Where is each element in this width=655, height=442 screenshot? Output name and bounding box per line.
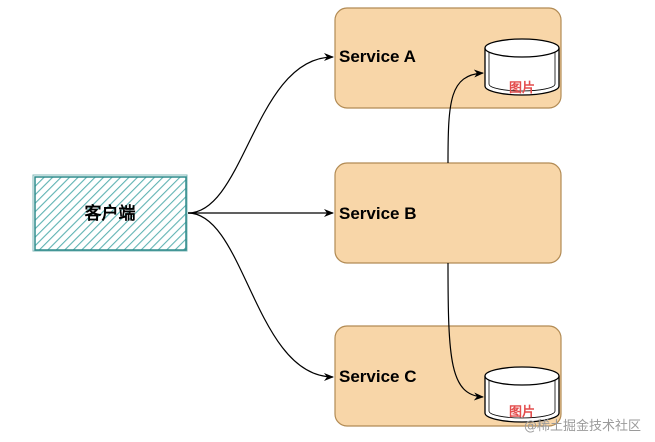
service-b-box: Service B [334, 162, 562, 264]
arrow-client-to-a [187, 53, 334, 214]
database-cylinder-bottom: 图片 [484, 366, 560, 423]
service-b-label: Service B [339, 204, 417, 223]
service-c-label: Service C [339, 367, 417, 386]
database-top-label: 图片 [509, 80, 535, 96]
arrow-client-to-c [187, 212, 334, 381]
database-bottom-label: 图片 [509, 404, 535, 420]
client-label: 客户端 [84, 203, 136, 224]
database-cylinder-top: 图片 [484, 38, 560, 96]
service-a-label: Service A [339, 47, 416, 66]
watermark: @稀土掘金技术社区 [523, 419, 641, 434]
arrow-b-to-db-bottom [447, 262, 484, 401]
arrow-b-to-db-top [447, 69, 484, 164]
client-box: 客户端 [32, 174, 188, 252]
